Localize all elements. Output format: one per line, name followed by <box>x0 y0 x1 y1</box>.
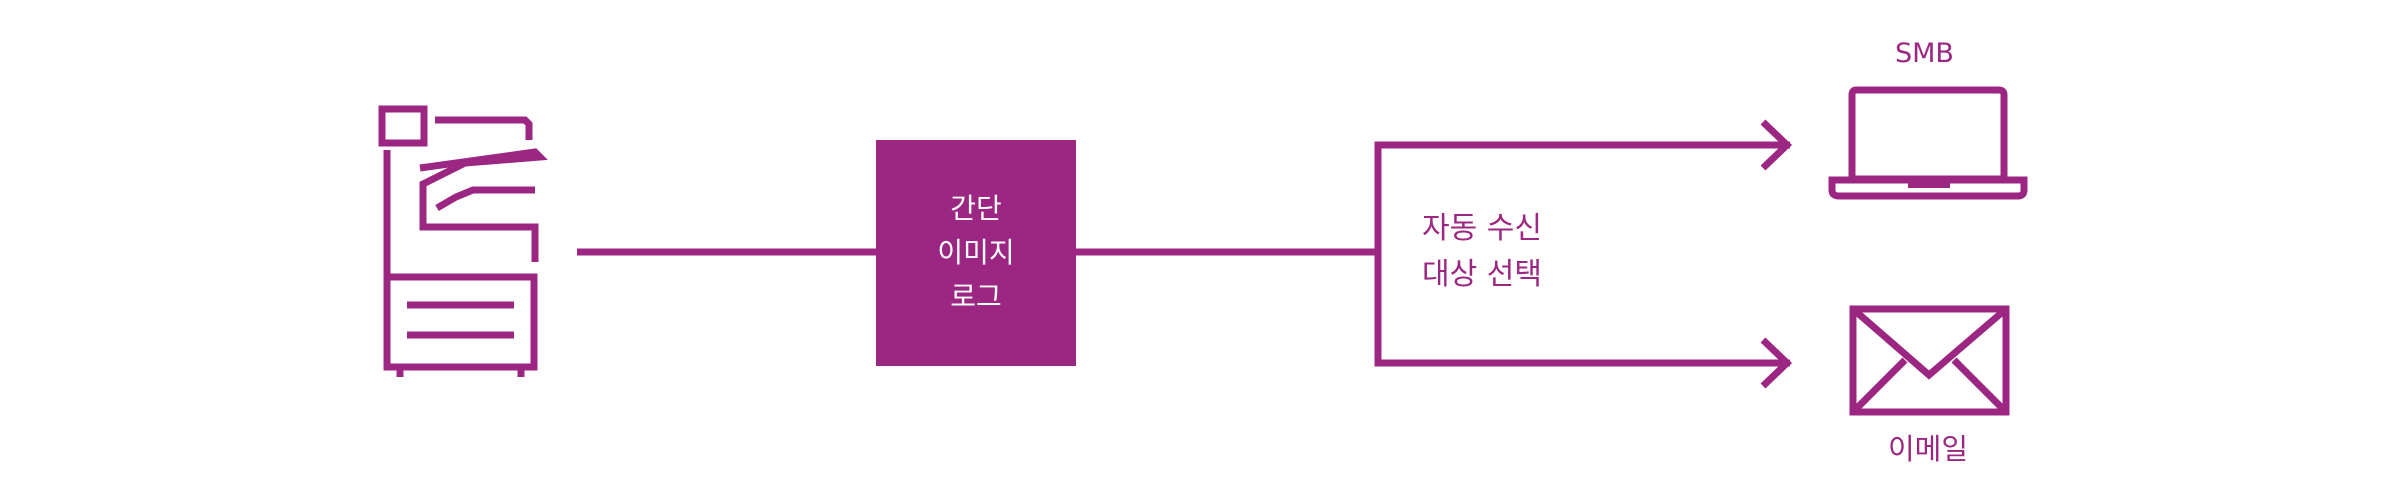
process-box-line-2: 이미지 <box>937 236 1015 269</box>
process-box <box>876 140 1076 366</box>
arrow-head-email <box>1760 337 1793 389</box>
routing-label: 자동 수신 대상 선택 <box>1422 206 1542 298</box>
envelope-icon <box>1849 305 2010 416</box>
email-label: 이메일 <box>1888 432 1969 466</box>
arrow-head-smb <box>1760 119 1793 171</box>
smb-label: SMB <box>1895 38 1954 69</box>
process-box-line-1: 간단 <box>950 192 1002 225</box>
routing-line-1: 자동 수신 <box>1422 211 1542 246</box>
laptop-icon <box>1828 86 2028 200</box>
process-box-label: 간단 이미지 로그 <box>876 140 1076 366</box>
routing-line-2: 대상 선택 <box>1422 257 1542 292</box>
process-box-line-3: 로그 <box>950 280 1002 313</box>
multifunction-printer-icon <box>378 105 548 377</box>
split-line <box>1374 141 1790 367</box>
